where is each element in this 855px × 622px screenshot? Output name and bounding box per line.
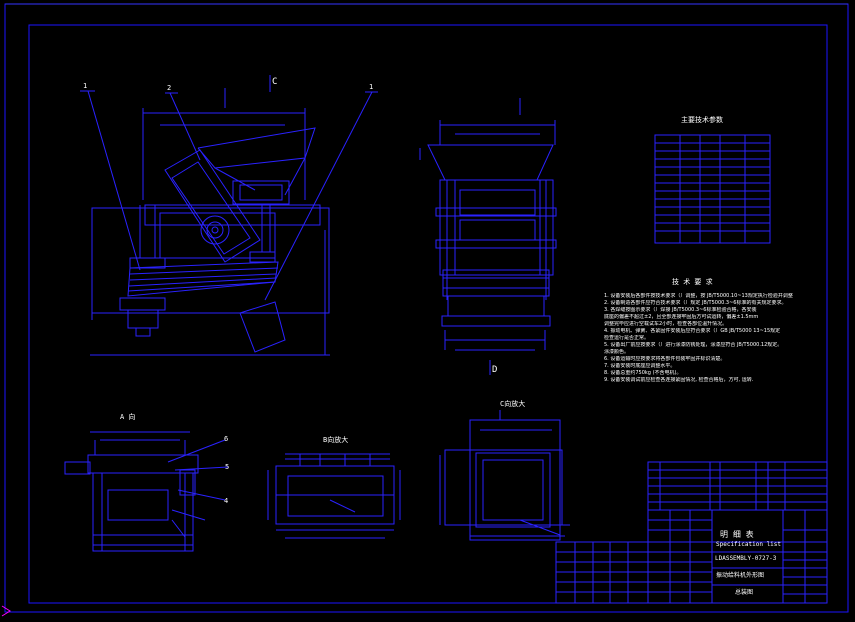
view-a <box>64 431 229 552</box>
tech-req-item: 8. 设备总重约750kg (不含电机)。 <box>604 370 682 376</box>
view-b-label: B向放大 <box>323 436 349 444</box>
tech-req-item: 5. 设备出厂前应按要求（）进行涂漆防锈处理，涂漆应符合 JB/T5000.12… <box>604 342 783 348</box>
tech-req-item: 6. 设备运输时应按要求将各部件包装牢固并标识清楚。 <box>604 356 726 362</box>
tech-req-item: 调整完毕应进行空载试车2小时，检查各部位温升情况。 <box>604 321 728 327</box>
parameter-table <box>654 134 771 244</box>
section-d-label: D <box>492 365 498 375</box>
view-b <box>267 453 401 539</box>
title-block-product: 振动给料机外形图 <box>716 572 765 579</box>
tech-req-item: 涂漆颜色。 <box>604 349 630 355</box>
leader-label-5: 5 <box>225 463 230 471</box>
section-c-label-top: C <box>272 77 278 87</box>
side-view <box>419 98 557 375</box>
leader-label-2: 2 <box>167 84 172 92</box>
view-c-label: C向放大 <box>500 400 526 408</box>
title-block-name: 明 细 表 <box>720 530 754 539</box>
param-table-title: 主要技术参数 <box>681 116 723 124</box>
leader-label-1-left: 1 <box>83 82 88 90</box>
tech-req-item: 2. 设备制造各部件应符合技术要求（）规定 JB/T5000.3~6标准的有关规… <box>604 300 787 306</box>
tech-req-item: 底座的偏差不超过±2，且全部连接牢固后方可试运转，偏差±1.5mm <box>604 314 759 320</box>
drawing-frame <box>28 24 828 604</box>
tech-req-list: 1. 设备安装后各部件按技术要求（）调整，按 JB/T5000.10~13规定执… <box>604 293 819 384</box>
title-block <box>555 461 828 604</box>
view-c <box>439 410 570 541</box>
tech-req-item: 9. 设备安装调试前应检查各连接紧固情况, 检查合格后，方可, 运转. <box>604 377 754 383</box>
tech-req-item: 3. 各焊缝按图示要求（）焊接 JB/T5000.3~6标准检验合格，各安装 <box>604 307 757 313</box>
front-view <box>80 75 378 356</box>
title-block-code: LDASSEMBLY-0727-3 <box>715 555 777 562</box>
leader-label-6: 6 <box>224 435 229 443</box>
leader-label-4: 4 <box>224 497 229 505</box>
tech-req-item: 4. 振动电机、弹簧、各紧固件安装后应符合要求（）GB JB/T5000 13~… <box>604 328 781 334</box>
tech-req-item: 检查运行是否正常。 <box>604 335 650 341</box>
tech-req-item: 7. 设备安装时底座应调整水平。 <box>604 363 676 369</box>
leader-label-1-right: 1 <box>369 83 374 91</box>
tech-req-item: 1. 设备安装后各部件按技术要求（）调整，按 JB/T5000.10~13规定执… <box>604 293 793 299</box>
cursor-arrow-icon <box>1 605 11 617</box>
view-a-label: A 向 <box>120 413 136 421</box>
title-block-sheet: 总装图 <box>735 589 754 596</box>
tech-req-title: 技 术 要 求 <box>672 278 713 286</box>
title-block-name-en: Specification list <box>716 541 782 548</box>
